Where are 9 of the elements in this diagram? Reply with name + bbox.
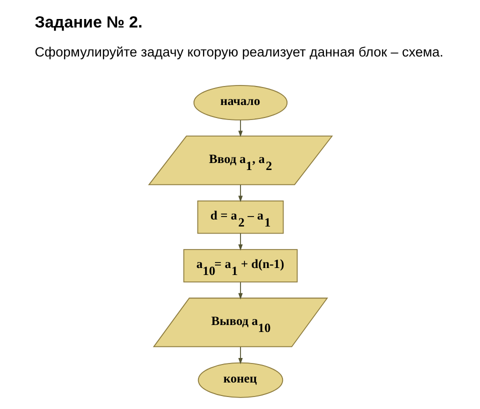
diagram-title: Задание № 2. bbox=[34, 13, 142, 32]
node-ellipse: начало bbox=[192, 84, 288, 120]
arrow bbox=[238, 282, 242, 300]
arrow bbox=[238, 120, 242, 138]
arrow bbox=[238, 184, 242, 202]
node-ellipse: конец bbox=[197, 362, 283, 398]
arrow bbox=[238, 346, 242, 364]
arrow bbox=[238, 232, 242, 251]
label: Сформулируйте задачу которую реализует данная блок – схема. bbox=[34, 44, 443, 60]
